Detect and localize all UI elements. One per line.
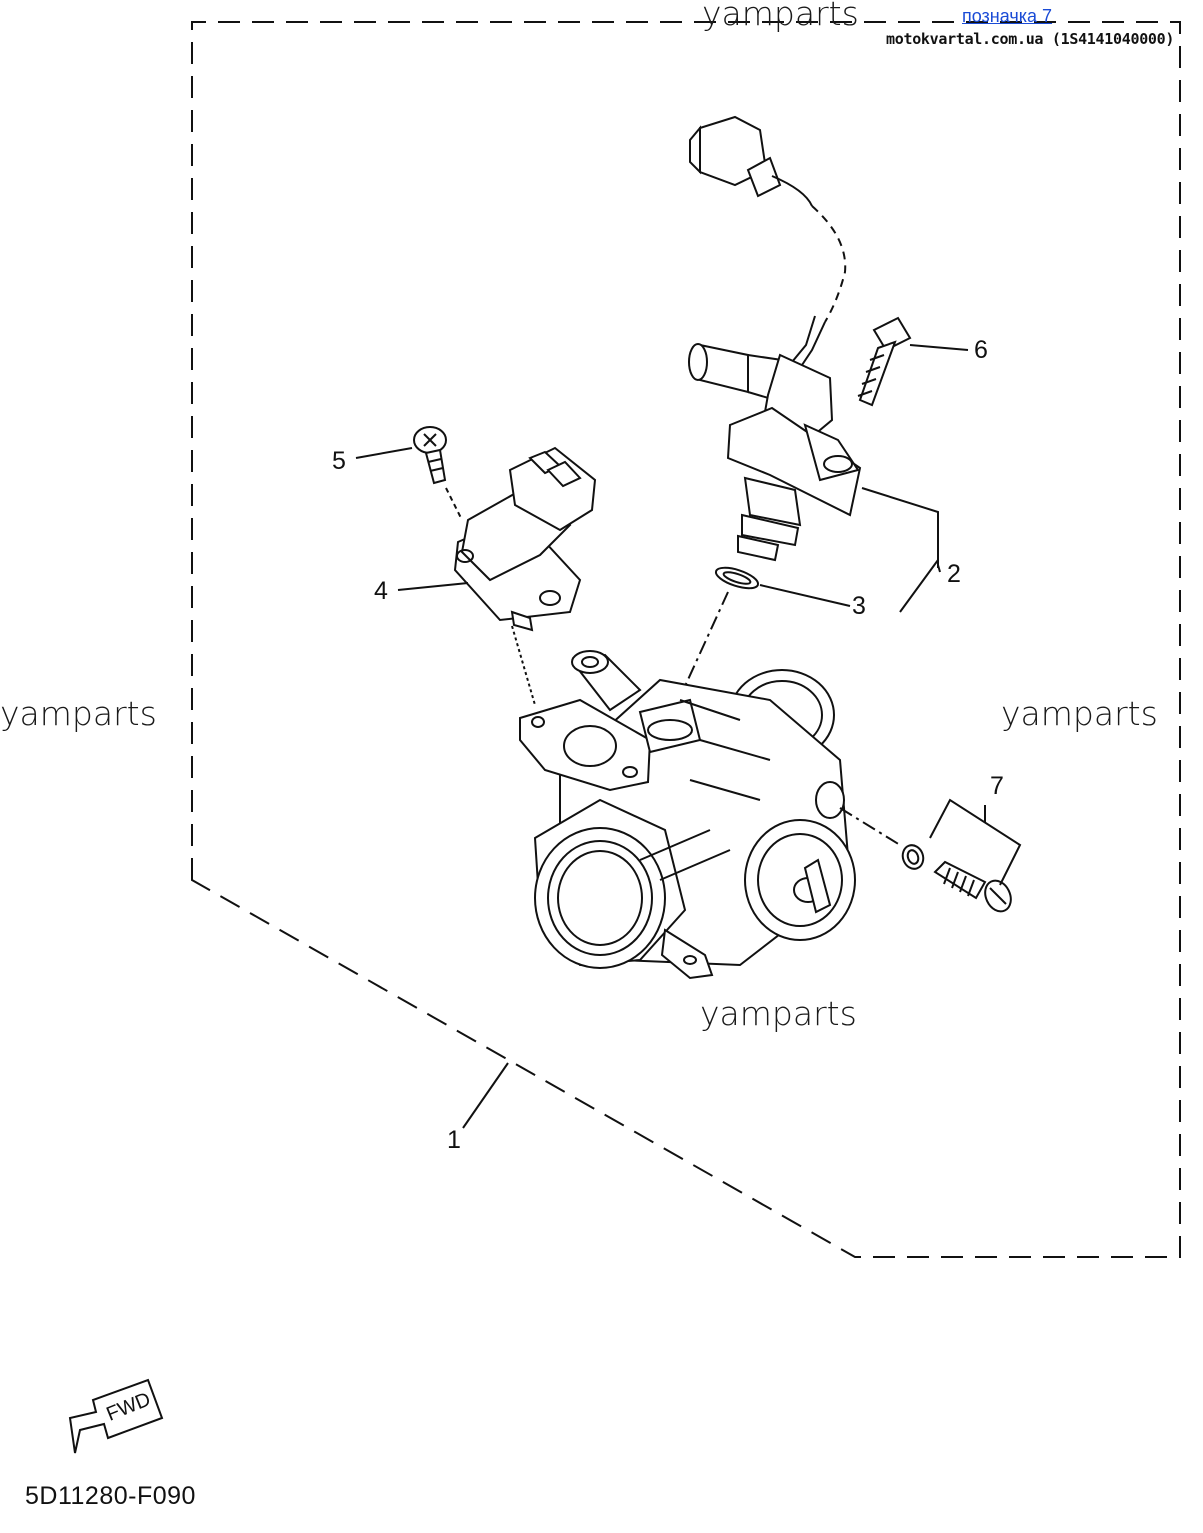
callout-7: 7 <box>990 772 1004 800</box>
leader-5 <box>355 447 413 459</box>
watermark-top: yamparts <box>702 0 859 33</box>
leader-6 <box>909 344 969 351</box>
marker-link[interactable]: позначка 7 <box>962 6 1053 26</box>
callout-5: 5 <box>332 447 346 475</box>
watermark-right: yamparts <box>1001 694 1158 733</box>
callout-2: 2 <box>947 560 961 588</box>
watermark-left: yamparts <box>0 694 157 733</box>
fwd-arrow <box>68 1378 164 1454</box>
leader-1 <box>462 1062 509 1129</box>
assembly-boundary <box>191 21 1181 1258</box>
callout-1: 1 <box>447 1126 461 1154</box>
site-label: motokvartal.com.ua (1S4141040000) <box>886 30 1175 48</box>
watermark-center: yamparts <box>700 994 857 1033</box>
diagram-code: 5D11280-F090 <box>25 1482 196 1510</box>
leader-2 <box>937 564 941 573</box>
leader-3 <box>759 584 851 607</box>
part-4-sensor <box>453 446 597 632</box>
part-6-bolt <box>857 316 912 407</box>
callout-4: 4 <box>374 577 388 605</box>
bracket-2 <box>861 487 939 613</box>
part-1-throttle-body <box>519 650 856 980</box>
leader-4 <box>397 582 469 591</box>
bracket-7 <box>929 798 1022 886</box>
callout-6: 6 <box>974 336 988 364</box>
part-3-o-ring <box>714 566 760 590</box>
part-5-screw <box>413 426 447 485</box>
part-2-injector <box>688 115 862 562</box>
part-7-screw <box>901 844 1012 913</box>
callout-3: 3 <box>852 592 866 620</box>
